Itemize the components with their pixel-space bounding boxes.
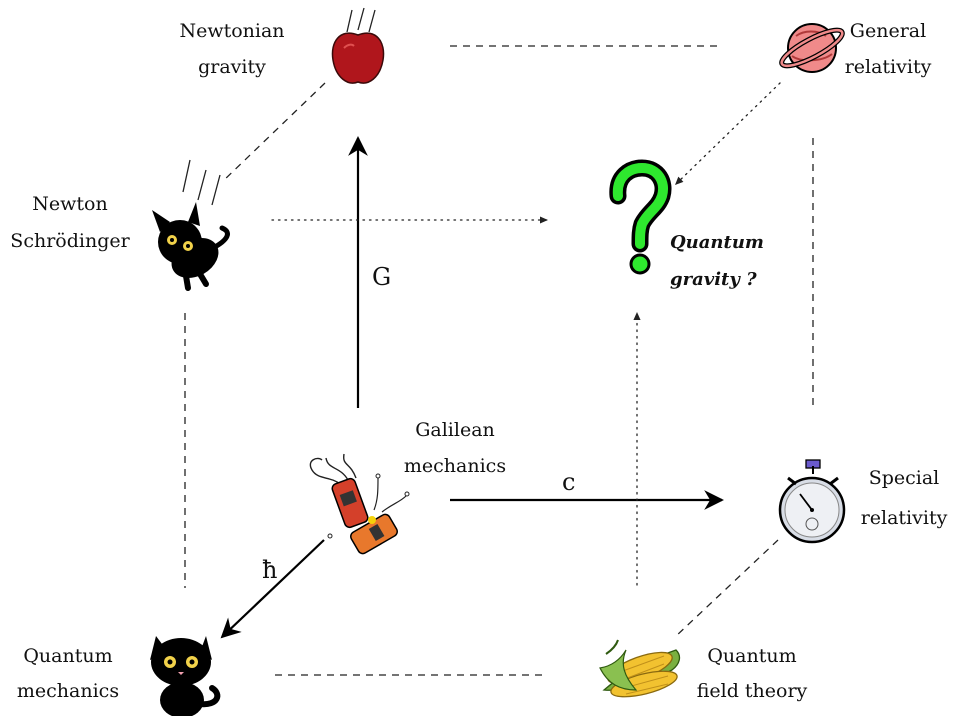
label-quantum-field-theory-2: field theory [697,680,808,702]
ringed-planet-icon [779,23,845,73]
label-special-relativity-1: Special [869,467,940,489]
label-quantum-field-theory-1: Quantum [707,645,796,667]
label-quantum-gravity-1: Quantum [670,232,764,253]
label-quantum-mechanics-1: Quantum [23,645,112,667]
corn-icon [599,639,681,698]
label-general-relativity-2: relativity [845,56,932,78]
gravity-constant-label: G [372,263,391,291]
planck-constant-label: ħ [262,556,277,584]
edge-newtonian-newtonschrodinger [221,82,326,183]
speed-of-light-label: c [562,468,575,496]
label-general-relativity-1: General [850,20,926,42]
label-newton-schrodinger-1: Newton [32,193,107,215]
label-newton-schrodinger-2: Schrödinger [10,230,130,252]
label-quantum-gravity-2: gravity ? [670,269,757,290]
stopwatch-icon [778,459,846,544]
colliding-cars-icon [309,453,410,555]
planck-constant-arrow [220,539,325,639]
falling-cat-icon [152,159,230,291]
label-newtonian-gravity-2: gravity [198,56,266,78]
black-cat-icon [150,636,221,716]
edge-special-qft [674,539,779,638]
label-galilean-mechanics-2: mechanics [404,455,506,477]
label-quantum-mechanics-2: mechanics [17,680,119,702]
label-newtonian-gravity-1: Newtonian [179,20,284,42]
label-special-relativity-2: relativity [861,507,948,529]
edge-general-qg [674,82,781,186]
label-galilean-mechanics-1: Galilean [415,419,495,441]
falling-apple-icon [331,7,385,84]
question-mark-icon [609,159,672,275]
